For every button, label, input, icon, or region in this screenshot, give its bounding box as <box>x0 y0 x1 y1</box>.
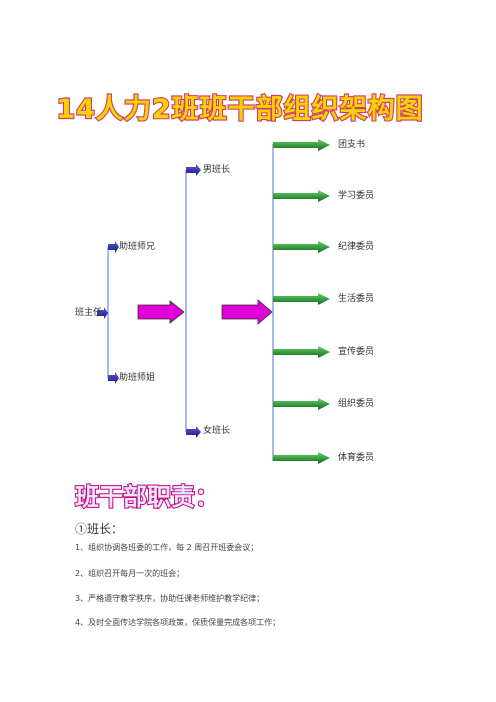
node-committee: 纪律委员 <box>338 242 375 252</box>
small-arrow-icon <box>108 241 119 253</box>
page-title: 14人力2班班干部组织架构图 <box>56 93 423 125</box>
node-monitor-male: 男班长 <box>203 165 231 175</box>
node-committee: 团支书 <box>338 140 366 150</box>
big-arrow-icon <box>221 299 273 325</box>
committee-arrows <box>273 139 330 464</box>
node-monitor-female: 女班长 <box>203 426 231 436</box>
small-arrow-icon <box>97 307 108 319</box>
node-committee: 生活委员 <box>338 294 375 304</box>
node-assistant-male: 助班师兄 <box>119 242 156 252</box>
node-assistant-female: 助班师姐 <box>119 373 156 383</box>
duty-item: 2、组织召开每月一次的班会； <box>75 569 185 578</box>
small-arrow-icon <box>108 372 119 384</box>
big-arrow-icon <box>137 300 185 324</box>
node-committee: 组织委员 <box>338 399 375 409</box>
duty-item: 4、及时全面传达学院各项政策，保质保量完成各项工作； <box>75 618 281 627</box>
role-label: ①班长： <box>75 522 124 536</box>
small-arrow-icon <box>186 426 201 438</box>
duties-heading: 班干部职责： <box>75 483 219 511</box>
duty-item: 3、严格遵守教学秩序，协助任课老师维护教学纪律； <box>75 594 265 603</box>
small-arrow-icon <box>186 164 201 176</box>
duty-item: 1、组织协调各班委的工作，每 2 周召开班委会议； <box>75 543 259 552</box>
node-committee: 体育委员 <box>338 453 375 463</box>
node-committee: 学习委员 <box>338 191 375 201</box>
node-root: 班主任 <box>75 308 103 318</box>
node-committee: 宣传委员 <box>338 347 375 357</box>
